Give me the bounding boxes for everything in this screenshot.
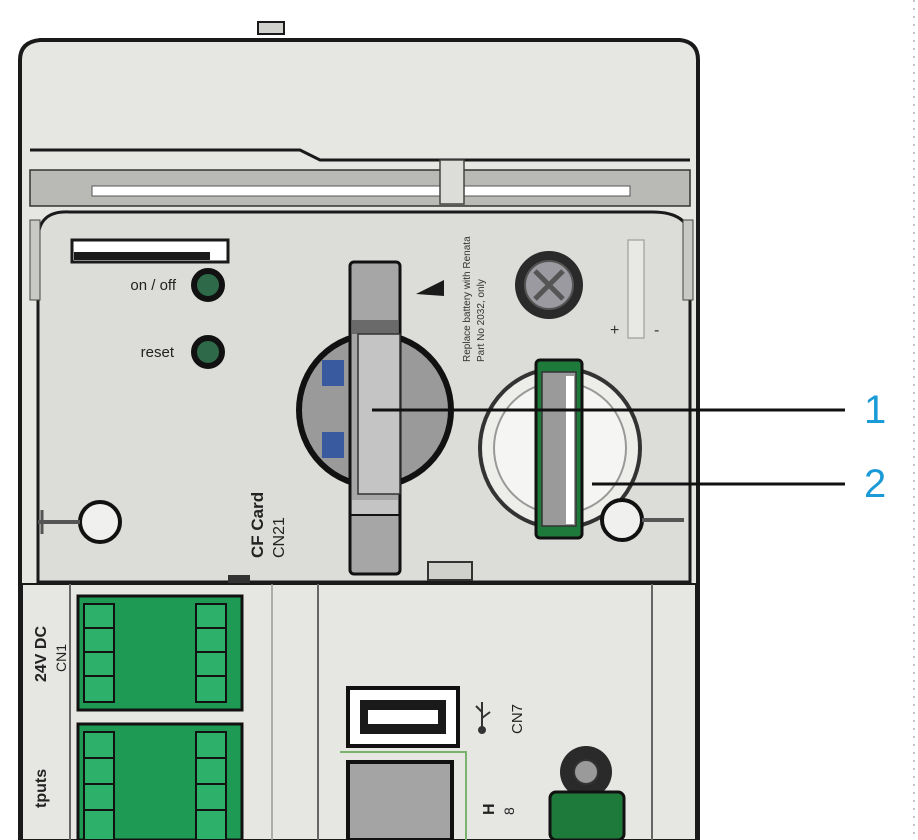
on-off-label: on / off: [130, 277, 176, 294]
on-off-led: [191, 268, 225, 302]
mount-hole-right: [600, 498, 644, 542]
battery-plus: +: [610, 322, 619, 339]
eject-arrow-icon: [416, 280, 444, 296]
port-outline-green: [340, 751, 467, 840]
hinge-pin: [439, 159, 465, 205]
partial-h-label: H: [481, 803, 498, 815]
battery-holder: [478, 358, 642, 540]
callout-2-number: 2: [864, 462, 887, 506]
top-nub: [257, 21, 285, 35]
hinge-slot: [91, 185, 631, 197]
cf-connector-label: CN21: [271, 517, 288, 558]
cf-card-label: CF Card: [248, 492, 267, 558]
callout-1-number: 1: [864, 388, 887, 432]
side-rail-left: [29, 219, 41, 301]
usb-icon: [475, 702, 491, 734]
power-label: 24V DC: [33, 626, 50, 682]
battery-note-1: Replace battery with Renata: [462, 236, 473, 362]
terminal-block-outputs: [76, 722, 244, 840]
power-connector-label: CN1: [53, 644, 69, 672]
usb-port: [346, 686, 460, 748]
battery-minus: -: [654, 322, 659, 339]
terminal-block-power: [76, 594, 244, 712]
side-rail-right: [682, 219, 694, 301]
outputs-label: tputs: [33, 769, 50, 808]
battery-note-2: Part No 2032, only: [476, 279, 487, 362]
partial-8-label: 8: [501, 807, 517, 815]
ground-terminal: [548, 746, 626, 840]
lower-port: [346, 760, 454, 840]
status-bar-fill: [74, 252, 210, 260]
mount-hole-left: [78, 500, 122, 544]
reset-led: [191, 335, 225, 369]
lid-edge: [30, 148, 690, 162]
screw-icon: [515, 251, 583, 319]
reset-label: reset: [141, 344, 175, 361]
battery-polarity-box: [627, 239, 645, 339]
panel-notch: [228, 575, 250, 583]
usb-connector-label: CN7: [509, 704, 526, 734]
panel-tab: [427, 561, 473, 581]
